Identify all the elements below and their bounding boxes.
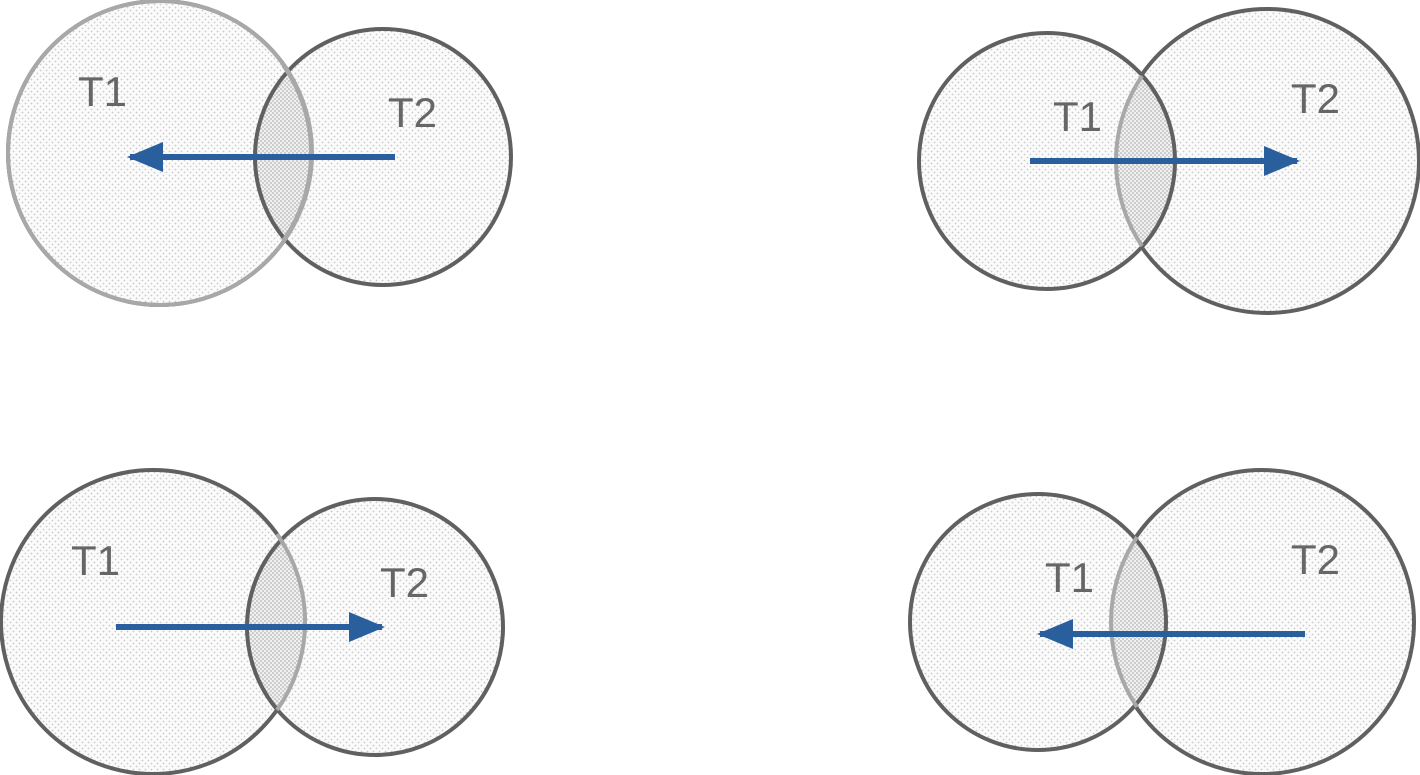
label-t1: T1	[1053, 93, 1102, 140]
label-t2: T2	[388, 89, 437, 136]
panel-top-left: T1 T2	[6, 0, 513, 307]
label-t2: T2	[1291, 536, 1340, 583]
label-t1: T1	[78, 68, 127, 115]
panel-top-right: T1 T2	[917, 7, 1420, 315]
panel-bottom-left: T1 T2	[0, 468, 505, 775]
circle-t1	[908, 492, 1168, 752]
panel-bottom-right: T1 T2	[908, 468, 1416, 775]
label-t2: T2	[1291, 75, 1340, 122]
label-t2: T2	[380, 559, 429, 606]
circle-t2-inner-arc	[1109, 535, 1139, 709]
circle-t1-inner-arc	[275, 532, 307, 712]
label-t1: T1	[1045, 554, 1094, 601]
circle-t1-inner-arc	[281, 63, 313, 243]
label-t1: T1	[71, 537, 120, 584]
